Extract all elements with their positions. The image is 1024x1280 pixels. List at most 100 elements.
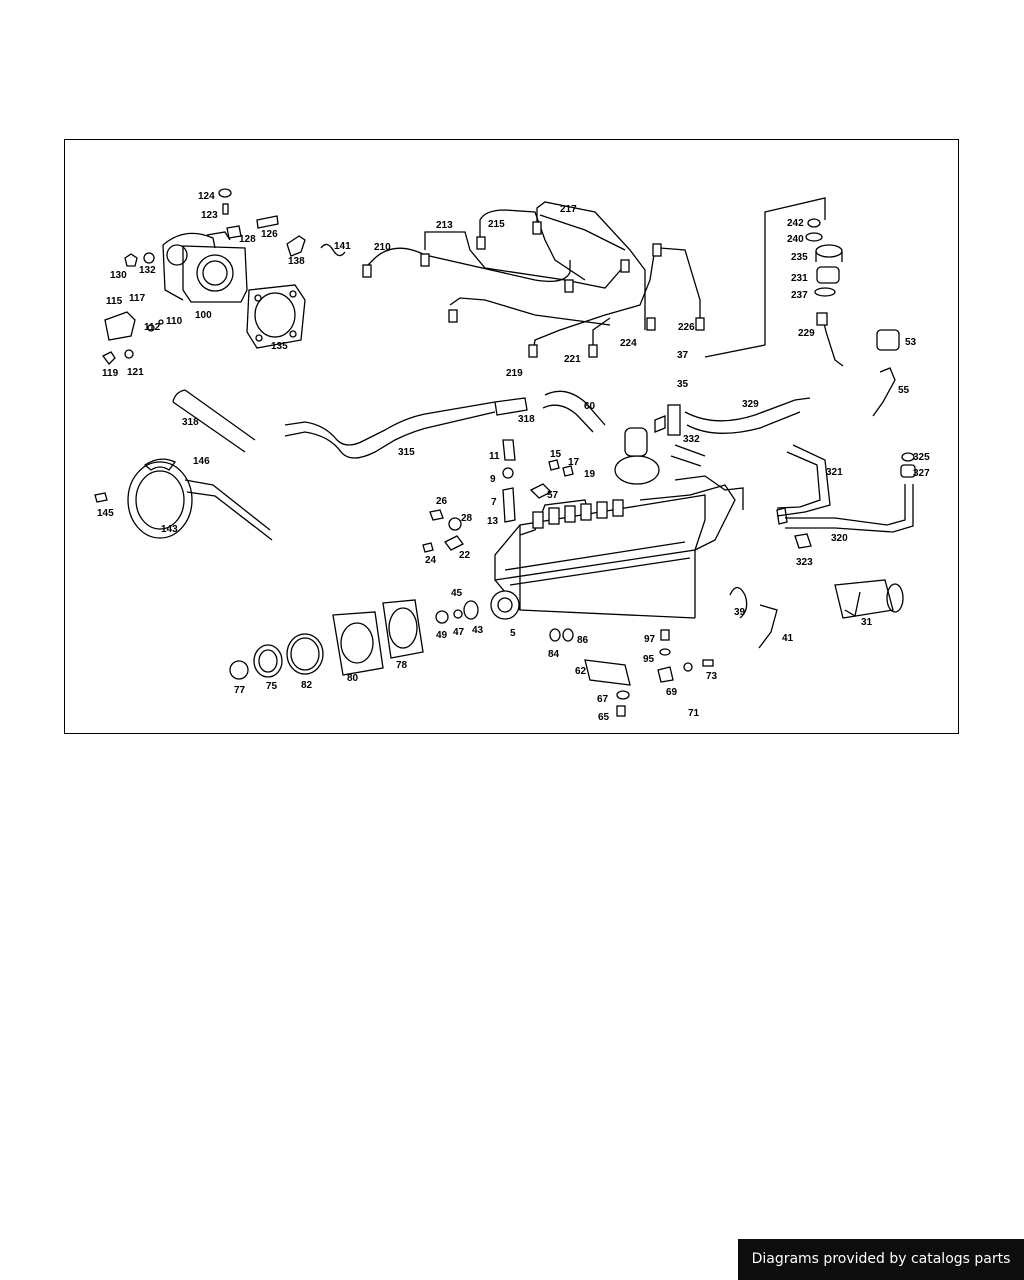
small-fasteners-topleft	[102, 188, 346, 365]
callout-69: 69	[666, 687, 678, 698]
gaskets-bearings	[229, 599, 479, 680]
callout-45: 45	[451, 588, 463, 599]
callout-78: 78	[396, 660, 408, 671]
callout-39: 39	[734, 607, 746, 618]
right-lower-parts	[776, 444, 916, 619]
callout-329: 329	[742, 399, 759, 410]
exploded-parts-diagram: 124 123 128 126 138 141 130 132 115 117 …	[94, 188, 930, 723]
callout-97: 97	[644, 634, 656, 645]
callout-22: 22	[459, 550, 471, 561]
pump-elements	[532, 499, 624, 529]
callout-240: 240	[787, 234, 804, 245]
callout-86: 86	[577, 635, 589, 646]
callout-19: 19	[584, 469, 596, 480]
clamp-and-pipe	[94, 458, 273, 541]
callout-224: 224	[620, 338, 637, 349]
callout-221: 221	[564, 354, 581, 365]
callout-213: 213	[436, 220, 453, 231]
injection-lines	[362, 201, 705, 358]
callout-49: 49	[436, 630, 448, 641]
callout-112: 112	[144, 322, 161, 333]
injection-pump-body	[490, 404, 744, 620]
callout-110: 110	[166, 316, 183, 327]
callout-5: 5	[510, 628, 516, 639]
callout-28: 28	[461, 513, 473, 524]
callout-219: 219	[506, 368, 523, 379]
callout-60: 60	[584, 401, 596, 412]
callout-126: 126	[261, 229, 278, 240]
diagram-frame: 124 123 128 126 138 141 130 132 115 117 …	[64, 139, 959, 734]
small-parts-lower	[549, 586, 778, 717]
callout-117: 117	[129, 293, 146, 304]
callout-labels: 124 123 128 126 138 141 130 132 115 117 …	[97, 191, 930, 723]
callout-318b: 318	[518, 414, 535, 425]
callout-323: 323	[796, 557, 813, 568]
flange-gasket-part	[246, 284, 306, 349]
callout-210: 210	[374, 242, 391, 253]
callout-123: 123	[201, 210, 218, 221]
callout-100: 100	[195, 310, 212, 321]
callout-71: 71	[688, 708, 700, 719]
callout-315: 315	[398, 447, 415, 458]
callout-231: 231	[791, 273, 808, 284]
callout-80: 80	[347, 673, 359, 684]
callout-84: 84	[548, 649, 560, 660]
callout-138: 138	[288, 256, 305, 267]
callout-77: 77	[234, 685, 246, 696]
leader-bracket	[704, 197, 826, 358]
callout-82: 82	[301, 680, 313, 691]
callout-320: 320	[831, 533, 848, 544]
callout-17: 17	[568, 457, 580, 468]
callout-9: 9	[490, 474, 496, 485]
callout-135: 135	[271, 341, 288, 352]
callout-35: 35	[677, 379, 689, 390]
pump-fasteners	[422, 439, 574, 553]
callout-24: 24	[425, 555, 437, 566]
callout-141: 141	[334, 241, 351, 252]
callout-124: 124	[198, 191, 215, 202]
callout-53: 53	[905, 337, 917, 348]
callout-235: 235	[791, 252, 808, 263]
callout-67: 67	[597, 694, 609, 705]
callout-119: 119	[102, 368, 119, 379]
callout-229: 229	[798, 328, 815, 339]
callout-41: 41	[782, 633, 794, 644]
callout-26: 26	[436, 496, 448, 507]
callout-65: 65	[598, 712, 610, 723]
callout-318: 318	[182, 417, 199, 428]
callout-327: 327	[913, 468, 930, 479]
callout-7: 7	[491, 497, 497, 508]
callout-15: 15	[550, 449, 562, 460]
callout-132: 132	[139, 265, 156, 276]
callout-242: 242	[787, 218, 804, 229]
callout-128: 128	[239, 234, 256, 245]
callout-332: 332	[683, 434, 700, 445]
callout-217: 217	[560, 204, 577, 215]
right-stack-parts	[805, 218, 900, 417]
callout-146: 146	[193, 456, 210, 467]
callout-62: 62	[575, 666, 587, 677]
callout-325: 325	[913, 452, 930, 463]
callout-130: 130	[110, 270, 127, 281]
callout-13: 13	[487, 516, 499, 527]
diagram-credit-banner: Diagrams provided by catalogs parts	[738, 1239, 1024, 1280]
callout-121: 121	[127, 367, 144, 378]
callout-73: 73	[706, 671, 718, 682]
callout-55: 55	[898, 385, 910, 396]
throttle-housing-part	[162, 231, 248, 303]
callout-43: 43	[472, 625, 484, 636]
callout-75: 75	[266, 681, 278, 692]
callout-95: 95	[643, 654, 655, 665]
callout-115: 115	[106, 296, 123, 307]
callout-143: 143	[161, 524, 178, 535]
callout-226: 226	[678, 322, 695, 333]
hoses	[172, 389, 811, 467]
callout-237: 237	[791, 290, 808, 301]
callout-31: 31	[861, 617, 873, 628]
callout-11: 11	[489, 451, 500, 462]
callout-57: 57	[547, 490, 559, 501]
callout-321: 321	[826, 467, 843, 478]
callout-37: 37	[677, 350, 689, 361]
callout-215: 215	[488, 219, 505, 230]
callout-145: 145	[97, 508, 114, 519]
